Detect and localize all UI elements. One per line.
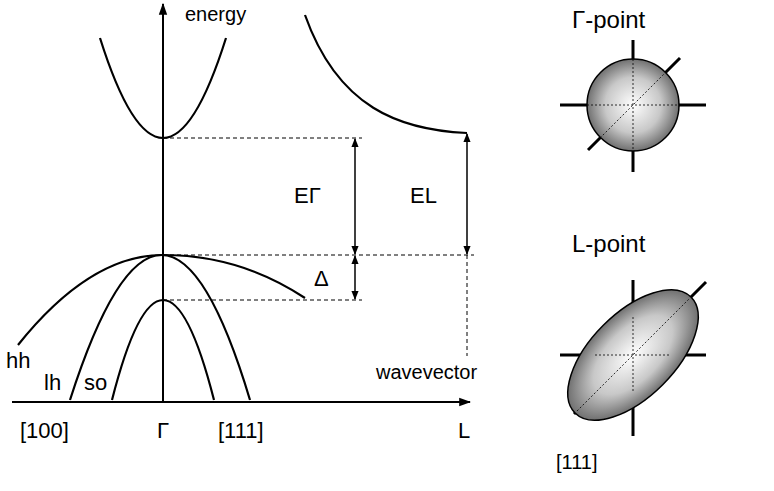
conduction-band-gamma bbox=[100, 38, 226, 138]
conduction-band-l bbox=[305, 15, 467, 133]
band-curves bbox=[18, 15, 467, 400]
direction-label: [111] bbox=[218, 420, 264, 442]
point-heading: L-point bbox=[572, 232, 645, 256]
band-label: hh bbox=[6, 350, 30, 372]
split-off-band bbox=[112, 300, 214, 400]
light-hole-band bbox=[70, 255, 250, 400]
wavevector-axis bbox=[12, 401, 470, 403]
band-label: lh bbox=[44, 372, 61, 394]
spin-orbit-gap-label: Δ bbox=[314, 268, 329, 290]
gamma-sphere bbox=[560, 40, 706, 172]
l-ellipsoid bbox=[545, 267, 720, 442]
axis-label: energy bbox=[185, 4, 246, 24]
axis-label: wavevector bbox=[376, 362, 477, 382]
point-heading: Γ-point bbox=[572, 8, 645, 32]
energy-gap-label: EΓ bbox=[294, 185, 321, 207]
direction-label: [100] bbox=[20, 420, 69, 442]
energy-axis bbox=[162, 4, 164, 402]
point-label: L bbox=[458, 420, 470, 442]
gap-arrows bbox=[355, 134, 467, 299]
guide-lines bbox=[163, 138, 474, 356]
direction-label: [111] bbox=[556, 452, 598, 472]
energy-gap-label: EL bbox=[410, 185, 437, 207]
point-label: Γ bbox=[157, 420, 169, 442]
band-label: so bbox=[84, 372, 107, 394]
